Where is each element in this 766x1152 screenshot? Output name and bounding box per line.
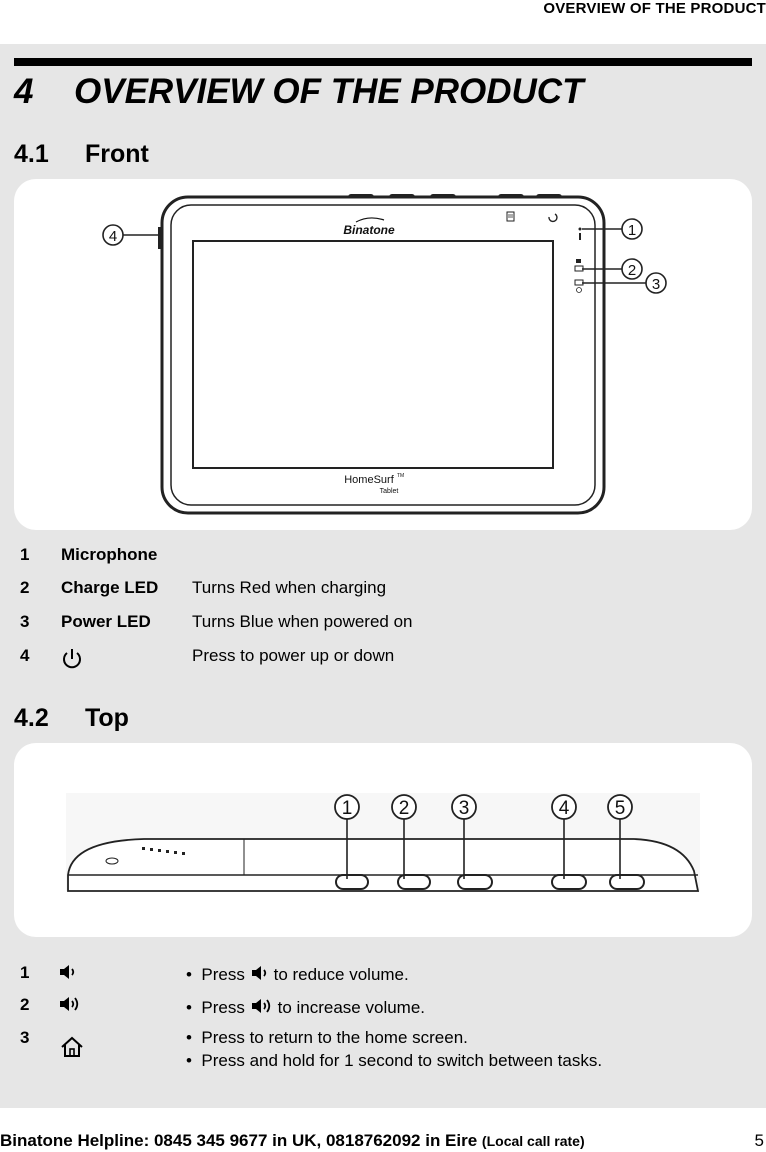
front-title: Front <box>85 140 149 168</box>
top-figure-panel: 1 2 3 4 5 <box>14 743 752 937</box>
power-icon <box>60 647 84 676</box>
front-number: 4.1 <box>14 140 49 168</box>
top-row-3-bullet-1: • Press to return to the home screen. <box>186 1028 468 1047</box>
section-number: 4 <box>14 72 34 111</box>
tablet-top-illustration: 1 2 3 4 5 <box>66 793 700 892</box>
volume-down-icon <box>250 963 274 988</box>
row-number: 3 <box>20 612 30 631</box>
bullet-text: to reduce volume. <box>273 965 409 984</box>
front-callout-3: 3 <box>652 276 660 293</box>
running-header: OVERVIEW OF THE PRODUCT <box>543 0 766 17</box>
row-description: Press to power up or down <box>192 646 395 665</box>
tablet-front-illustration: Binatone HomeSurf TM Tablet 1 2 3 4 <box>102 194 667 515</box>
top-title: Top <box>85 704 129 732</box>
tablet-product-sub: Tablet <box>380 488 399 495</box>
bullet-text: Press <box>201 998 245 1017</box>
front-callout-2: 2 <box>628 262 636 279</box>
row-number: 2 <box>20 578 30 597</box>
top-row-3-bullet-2: • Press and hold for 1 second to switch … <box>186 1051 603 1070</box>
top-callout-1: 1 <box>342 798 353 819</box>
row-number: 2 <box>20 995 30 1014</box>
top-callout-3: 3 <box>459 798 470 819</box>
footer-helpline: Binatone Helpline: 0845 345 9677 in UK, … <box>0 1131 585 1151</box>
front-callout-4: 4 <box>109 228 117 245</box>
top-number: 4.2 <box>14 704 49 732</box>
tablet-brand-logo: Binatone <box>343 223 395 237</box>
row-name: Power LED <box>61 612 151 631</box>
top-callout-5: 5 <box>615 798 626 819</box>
row-number: 3 <box>20 1028 30 1047</box>
row-description: Turns Blue when powered on <box>192 612 413 631</box>
bullet-text: Press to return to the home screen. <box>201 1028 468 1047</box>
call-rate-note: (Local call rate) <box>481 1133 585 1149</box>
front-figure-panel: Binatone HomeSurf TM Tablet 1 2 3 4 <box>14 179 752 530</box>
row-number: 4 <box>20 646 30 665</box>
tablet-product-name: HomeSurf <box>344 474 394 486</box>
helpline-text: Binatone Helpline: 0845 345 9677 in UK, … <box>0 1131 478 1150</box>
volume-down-icon <box>58 962 80 987</box>
bullet-text: Press and hold for 1 second to switch be… <box>201 1051 603 1070</box>
top-callout-4: 4 <box>559 798 570 819</box>
volume-up-icon <box>58 993 84 1020</box>
row-number: 1 <box>20 963 30 982</box>
top-row-2-bullet: • Press to increase volume. <box>186 995 425 1022</box>
volume-up-icon <box>250 995 278 1022</box>
section-rule <box>14 58 752 66</box>
bullet-text: Press <box>201 965 245 984</box>
front-callout-1: 1 <box>628 222 636 239</box>
top-row-1-bullet: • Press to reduce volume. <box>186 963 409 988</box>
row-name: Microphone <box>61 545 158 564</box>
row-name: Charge LED <box>61 578 159 597</box>
page-number: 5 <box>754 1131 764 1150</box>
section-title: OVERVIEW OF THE PRODUCT <box>74 72 584 111</box>
tablet-tm-mark: TM <box>397 473 404 479</box>
bullet-text: to increase volume. <box>277 998 426 1017</box>
top-callout-2: 2 <box>399 798 410 819</box>
row-description: Turns Red when charging <box>192 578 387 597</box>
home-icon <box>60 1036 84 1063</box>
row-number: 1 <box>20 545 30 564</box>
